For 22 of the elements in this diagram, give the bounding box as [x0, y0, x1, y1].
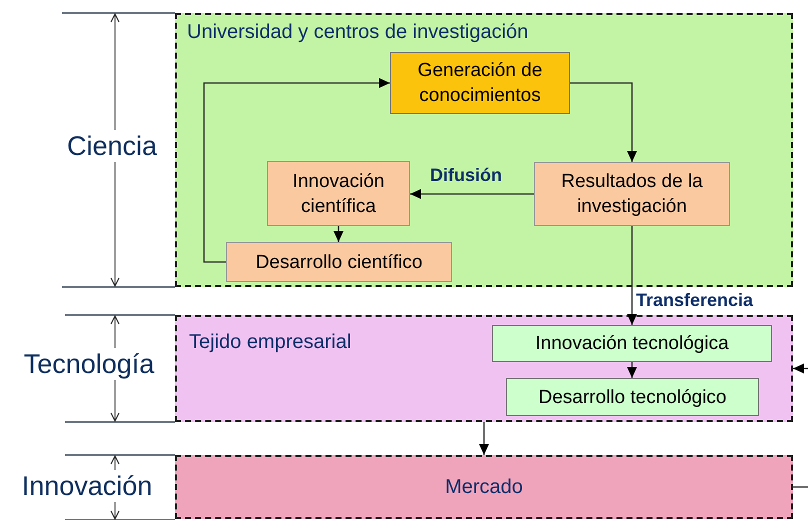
arrow	[410, 189, 534, 199]
process-box: Innovación científica	[267, 161, 410, 226]
region-title: Tejido empresarial	[189, 330, 352, 355]
process-box: Desarrollo científico	[226, 242, 452, 282]
arrow	[334, 226, 344, 242]
arrow	[203, 78, 390, 263]
region-title: Universidad y centros de investigación	[187, 20, 528, 45]
arrow	[627, 226, 637, 325]
arrow	[627, 362, 637, 378]
process-box: Innovación tecnológica	[492, 325, 772, 362]
edge-label: Transferencia	[636, 289, 754, 311]
region-title: Mercado	[445, 475, 523, 500]
market-box	[175, 455, 793, 519]
region-box	[175, 13, 793, 287]
process-box: Resultados de la investigación	[534, 162, 730, 226]
edge-label: Difusión	[430, 164, 502, 186]
arrow	[793, 364, 808, 374]
process-box: Desarrollo tecnológico	[506, 378, 759, 416]
arrow	[479, 422, 489, 455]
process-box: Generación de conocimientos	[390, 52, 570, 114]
region-box	[175, 315, 793, 422]
arrow	[570, 82, 637, 162]
